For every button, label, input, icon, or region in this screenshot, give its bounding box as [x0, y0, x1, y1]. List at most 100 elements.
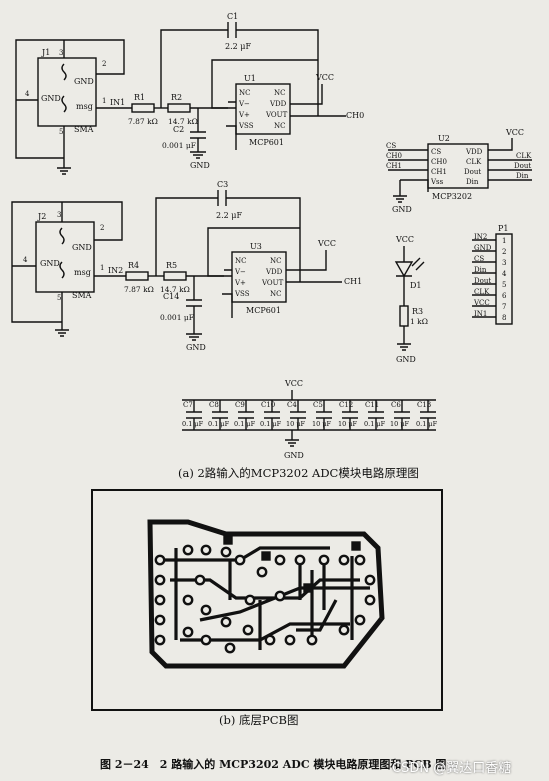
cap-value-C10: 0.1 μF [260, 420, 282, 428]
pcb-pad [306, 634, 318, 646]
pcb-square-pad [351, 541, 361, 551]
r5-value: 14.7 kΩ [160, 285, 190, 294]
u2-net-dout: Dout [514, 162, 531, 170]
u2-gnd-symbol [393, 180, 407, 203]
u1-part: MCP601 [249, 138, 284, 147]
cap-symbol-C6 [394, 400, 410, 430]
r1-value: 7.87 kΩ [128, 117, 158, 126]
pcb-pad [182, 626, 194, 638]
u3-pin-wires [207, 227, 327, 318]
p1-net-3: CS [474, 255, 484, 263]
cap-ref-C6: C6 [391, 401, 401, 409]
cap-symbol-C13 [420, 400, 436, 430]
u2-pin-vss: Vss [430, 178, 444, 186]
channel-1-circuit: J1 GND GND msg SMA 3 4 5 2 1 IN1 R1 7.87… [15, 12, 364, 175]
j2-type: SMA [72, 291, 92, 300]
pcb-square-pad [223, 535, 233, 545]
u3-ref: U3 [250, 242, 262, 251]
cap-ref-C10: C10 [261, 401, 275, 409]
pcb-traces [160, 546, 370, 650]
u1-pin-vminus: V− [238, 100, 250, 108]
pcb-pad [224, 642, 236, 654]
figure-caption: 图 2－24 2 路输入的 MCP3202 ADC 模块电路原理图和 PCB 图 [100, 758, 447, 771]
j2-ground-wires [11, 201, 123, 330]
j1-coax-symbol [61, 63, 67, 113]
j1-gnd2-label: GND [74, 77, 94, 86]
led-emission-arrows [411, 257, 425, 271]
j1-ground-wires [15, 39, 125, 168]
cap-symbol-C12 [342, 400, 358, 430]
u3-pin-vout: VOUT [261, 279, 284, 287]
u1-body [235, 83, 291, 135]
u2-body [427, 143, 489, 189]
pcb-pad [354, 614, 366, 626]
j1-type: SMA [74, 125, 94, 134]
r2-body [167, 103, 191, 113]
p1-pin-number-7: 7 [502, 303, 506, 311]
cap-value-C8: 0.1 μF [208, 420, 230, 428]
u2-pin-ch0: CH0 [431, 158, 447, 166]
u3-body [231, 251, 287, 303]
pcb-outline-trace [147, 519, 385, 669]
cap-ref-C9: C9 [235, 401, 245, 409]
u1-pin-nc1: NC [239, 89, 250, 97]
led-gnd: GND [396, 355, 416, 364]
cap-ref-C11: C11 [365, 401, 379, 409]
u3-pin-nc1: NC [235, 257, 246, 265]
pcb-pad [154, 634, 166, 646]
u2-pin-vdd: VDD [465, 148, 483, 156]
cap-value-C4: 10 μF [286, 420, 306, 428]
r3-body [399, 305, 409, 327]
pcb-board [91, 489, 443, 711]
u2-vcc: VCC [505, 128, 524, 137]
u3-pin-vss: VSS [234, 290, 250, 298]
pcb-pad [338, 624, 350, 636]
c14-value: 0.001 μF [160, 313, 194, 322]
bank-rails [182, 390, 436, 447]
u3-pin-nc5: NC [270, 257, 281, 265]
r5-ref: R5 [166, 261, 177, 270]
u1-gnd: GND [190, 161, 210, 170]
pcb-pad [182, 594, 194, 606]
p1-net-4: Din [474, 266, 487, 274]
p1-body [495, 233, 513, 325]
j2-pin5: 5 [57, 294, 61, 302]
cap-value-C5: 10 μF [312, 420, 332, 428]
pcb-pad [274, 554, 286, 566]
u2-net-cs: CS [386, 142, 396, 150]
r3-ref: R3 [412, 307, 423, 316]
j1-pin4: 4 [25, 90, 30, 98]
cap-symbol-C5 [316, 400, 332, 430]
cap-value-C6: 10 μF [390, 420, 410, 428]
p1-net-5: Dout [474, 277, 491, 285]
pcb-square-pad [261, 551, 271, 561]
c3-ref: C3 [217, 180, 228, 189]
j1-gnd-label: GND [41, 94, 61, 103]
pcb-pads [154, 535, 376, 654]
r4-value: 7.87 kΩ [124, 285, 154, 294]
pcb-pad [200, 544, 212, 556]
cap-symbol-C9 [238, 400, 254, 430]
u3-part: MCP601 [246, 306, 281, 315]
cap-symbol-C11 [368, 400, 384, 430]
j1-gnd-symbol [57, 167, 71, 175]
cap-value-C12: 10 μF [338, 420, 358, 428]
r1-body [131, 103, 155, 113]
cap-value-C9: 0.1 μF [234, 420, 256, 428]
caption-b: (b) 底层PCB图 [219, 713, 299, 727]
cap-symbol-C7 [186, 400, 202, 430]
watermark: CSDN @翼达口香糖 [392, 761, 512, 776]
p1-net-1: IN2 [474, 233, 487, 241]
u1-vcc: VCC [315, 73, 334, 82]
pcb-pad [234, 554, 246, 566]
p1-net-6: CLK [474, 288, 490, 296]
j2-body [35, 221, 95, 293]
j2-ref: J2 [37, 212, 46, 221]
cap-ref-C5: C5 [313, 401, 323, 409]
u3-vcc: VCC [317, 239, 336, 248]
u2-net-ch1: CH1 [386, 162, 402, 170]
